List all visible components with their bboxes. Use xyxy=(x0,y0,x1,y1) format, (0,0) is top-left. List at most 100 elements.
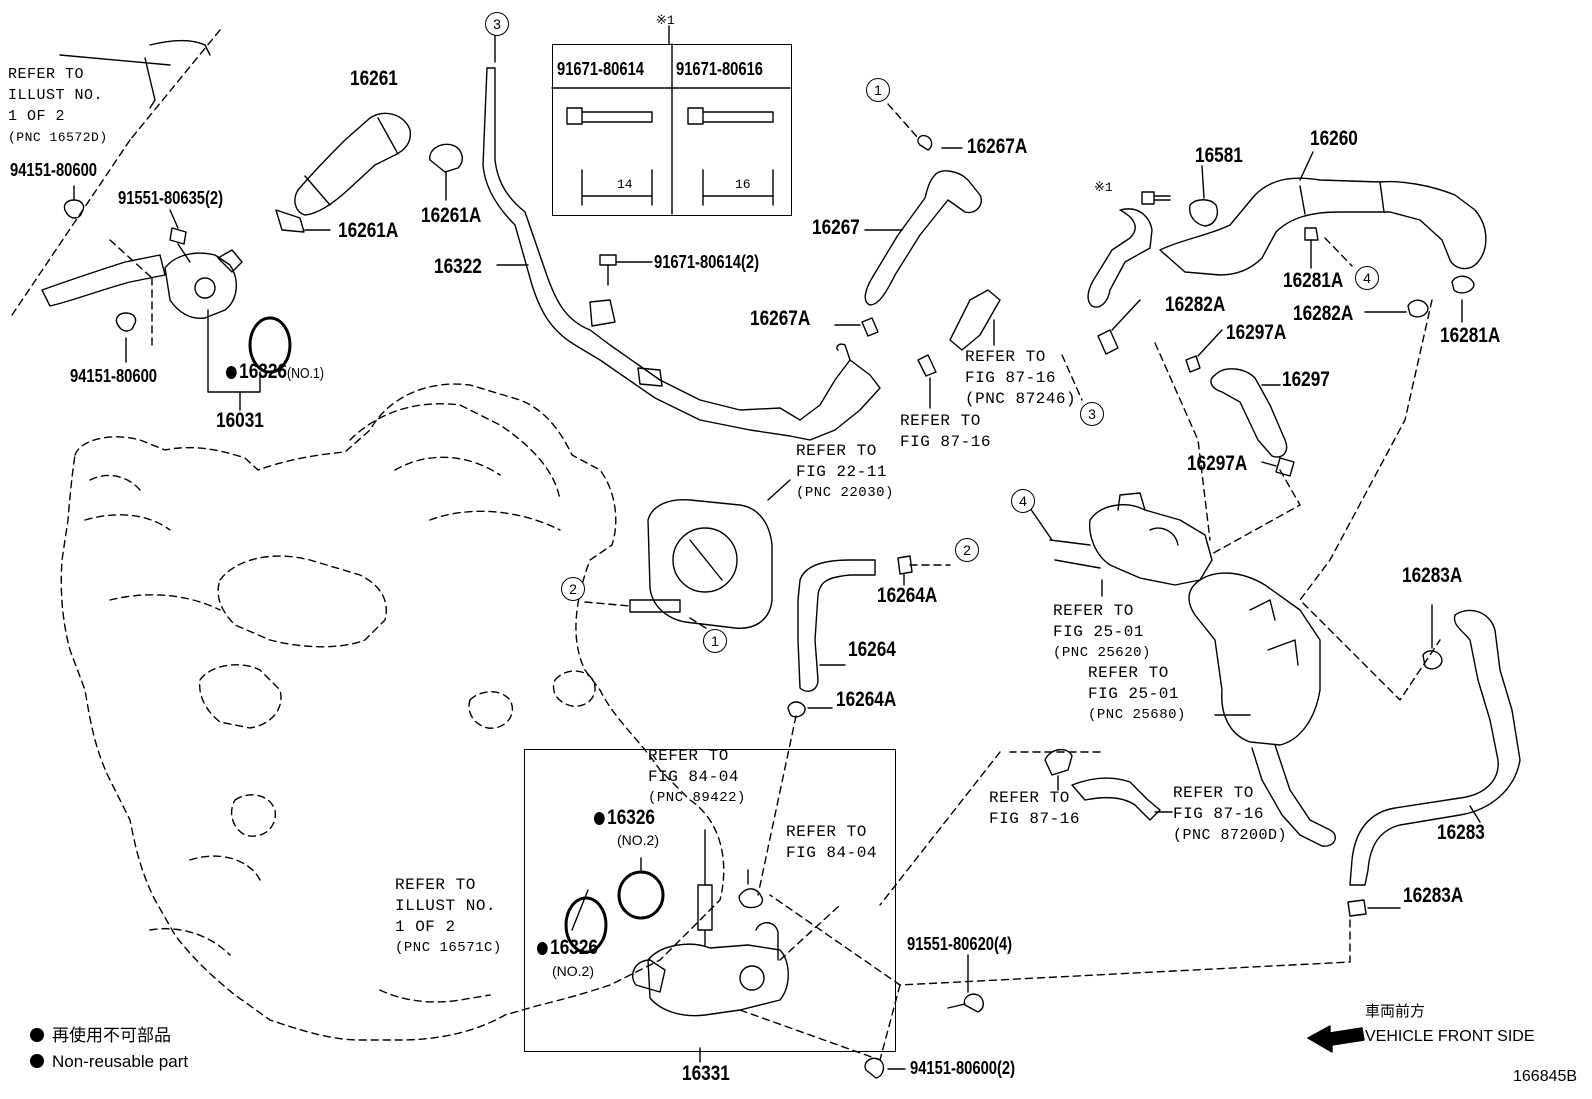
clamp-16282a-right xyxy=(1407,299,1429,318)
vehicle-front-en: VEHICLE FRONT SIDE xyxy=(1365,1028,1535,1045)
clamp-16282a-left xyxy=(1097,329,1119,355)
part-16326-no2-upper-qualifier: (NO.2) xyxy=(617,832,659,848)
egr-cooler xyxy=(1188,572,1321,746)
part-16031: 16031 xyxy=(216,409,264,432)
non-reusable-dot xyxy=(537,942,548,955)
leader-thermostat xyxy=(757,715,797,896)
bolt-table-right-length: 16 xyxy=(735,177,751,192)
clamp-16261a-right xyxy=(429,143,463,173)
water-inlet-pipe xyxy=(41,254,166,307)
part-16281a-left: 16281A xyxy=(1283,269,1344,292)
engine-detail-bottom xyxy=(149,855,261,956)
legend-non-reusable-en: Non-reusable part xyxy=(30,1053,188,1070)
part-16264a-top: 16264A xyxy=(877,584,938,607)
part-16267: 16267 xyxy=(812,216,860,239)
leader-16283-dashed xyxy=(1299,299,1441,701)
leader-callout-4-top xyxy=(1324,237,1353,267)
bolt-table-left-length: 14 xyxy=(617,177,633,192)
bolt-91671-80614-2 xyxy=(599,254,617,286)
part-16331: 16331 xyxy=(682,1062,730,1085)
non-reusable-dot xyxy=(226,366,237,379)
pipe-16260 xyxy=(1159,177,1487,276)
callout-4-egr: 4 xyxy=(1011,489,1035,513)
clamp-16264a-top xyxy=(897,555,913,575)
callout-1-top: 1 xyxy=(866,78,890,102)
callout-4-top: 4 xyxy=(1355,266,1379,290)
pipe-16322-end xyxy=(836,343,851,361)
throttle-body xyxy=(647,498,773,629)
part-91671-80614-2: 91671-80614(2) xyxy=(654,252,760,272)
part-16283a-top: 16283A xyxy=(1402,564,1463,587)
legend-dot xyxy=(30,1028,44,1042)
egr-valve-detail xyxy=(1117,492,1179,546)
hose-16581-lower xyxy=(1087,208,1153,308)
leader-22030 xyxy=(767,479,791,501)
part-16283a-bottom: 16283A xyxy=(1403,884,1464,907)
leader-16031-bracket xyxy=(207,309,261,393)
pipe-16260-bands xyxy=(1299,181,1385,215)
part-16283: 16283 xyxy=(1437,821,1485,844)
egr-cooler-tail xyxy=(1251,744,1336,847)
part-16282a-right: 16282A xyxy=(1293,302,1354,325)
leader-egr-dashed xyxy=(1154,342,1301,556)
throttle-bore xyxy=(672,527,738,593)
part-16297a-top: 16297A xyxy=(1226,321,1287,344)
inlet-port-ring xyxy=(194,277,216,299)
clamp-16283a-top xyxy=(1422,650,1443,670)
leader-egr-thermostat xyxy=(879,751,1101,906)
part-16261: 16261 xyxy=(350,67,398,90)
callout-3-right: 3 xyxy=(1080,402,1104,426)
part-16322: 16322 xyxy=(434,255,482,278)
o-ring-16326-no2-upper xyxy=(617,870,665,920)
part-16326-no2-lower: 16326 xyxy=(537,937,598,958)
leader-16260 xyxy=(1299,151,1314,181)
leader-16572d-lower xyxy=(9,139,131,319)
o-ring-16326-no2-lower xyxy=(564,896,608,954)
egr-valve-body xyxy=(1088,504,1213,586)
part-16326-no1: 16326(NO.1) xyxy=(226,361,324,382)
callout-2-left: 2 xyxy=(561,577,585,601)
leader-16282a-left xyxy=(1111,299,1141,331)
leader-16297a-bottom xyxy=(1261,461,1277,467)
note-mark-table: ※1 xyxy=(656,13,675,28)
part-16326-no2-upper: 16326 xyxy=(594,807,655,828)
leader-16297a-top xyxy=(1197,329,1223,357)
sensor-clip xyxy=(738,869,764,909)
leader-callout-4-egr xyxy=(1029,507,1053,541)
leader-callout-2-left xyxy=(584,601,631,607)
part-16281a-right: 16281A xyxy=(1440,324,1501,347)
engine-port-lower xyxy=(198,664,282,729)
water-temp-sensor xyxy=(697,829,713,946)
clamp-16283a-bottom xyxy=(1347,899,1367,917)
engine-hose-stub xyxy=(379,989,491,1003)
part-91551-80620-4: 91551-80620(4) xyxy=(907,934,1013,954)
legend-non-reusable-jp: 再使用不可部品 xyxy=(30,1027,171,1044)
hose-16267 xyxy=(864,170,982,306)
leader-16283 xyxy=(1469,805,1481,823)
part-94151-80600-top: 94151-80600 xyxy=(10,160,98,180)
engine-outline xyxy=(60,383,725,1041)
part-16261a-right: 16261A xyxy=(421,204,482,227)
leader-16283a-dashed xyxy=(769,894,1351,986)
ref-pipe-top-left xyxy=(144,39,211,109)
bolt-table-left-bolt xyxy=(566,107,653,125)
hose-16264 xyxy=(797,559,876,692)
ref-hose-87246 xyxy=(949,289,1001,351)
part-16267a-top: 16267A xyxy=(967,135,1028,158)
hose-16261 xyxy=(294,112,412,216)
legend-dot xyxy=(30,1054,44,1068)
bracket-16581 xyxy=(1188,199,1219,227)
non-reusable-dot xyxy=(594,812,605,825)
inlet-flange-ear xyxy=(217,249,243,273)
clamp-16297a-top xyxy=(1185,355,1201,373)
pipe-16322 xyxy=(482,67,881,441)
bolt-table-right-bolt xyxy=(687,107,774,125)
egr-cooler-detail xyxy=(1249,599,1299,666)
clamp-16281a-left xyxy=(1304,227,1319,241)
